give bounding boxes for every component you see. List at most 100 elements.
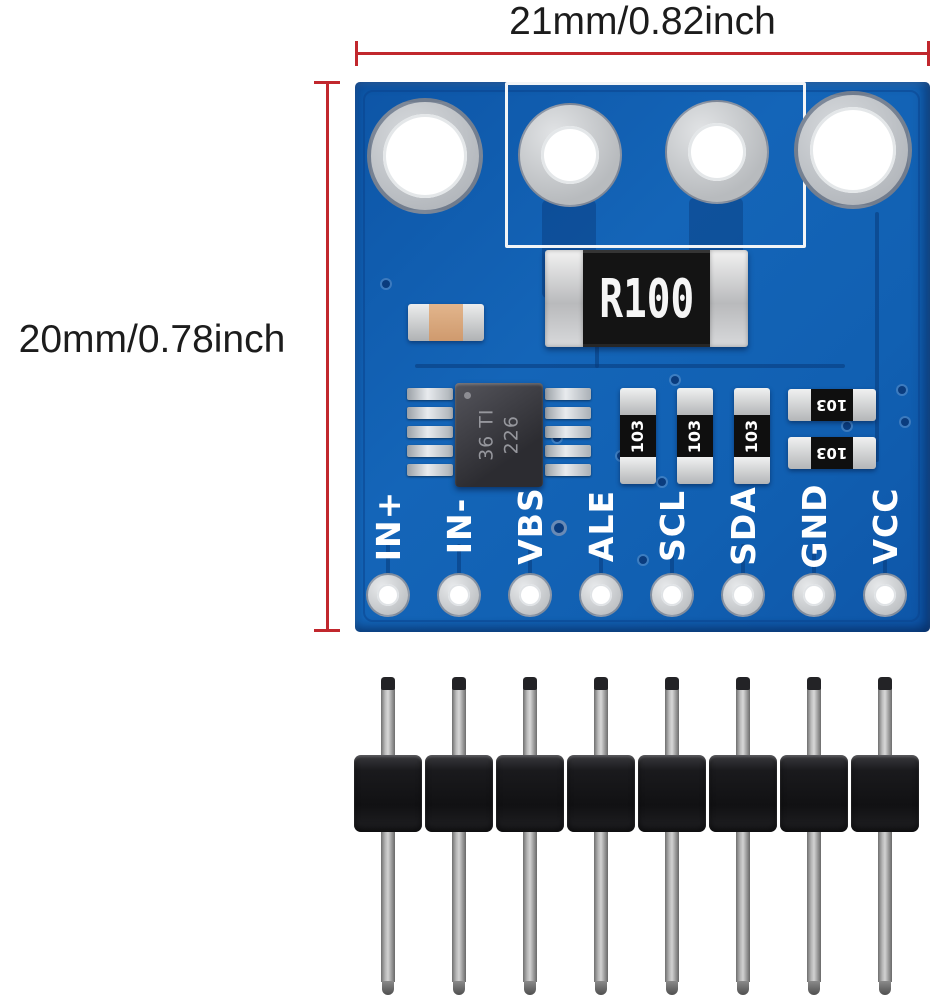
dimension-height-label: 20mm/0.78inch [18, 318, 286, 361]
dimension-tick [927, 41, 930, 66]
resistor-terminal [853, 389, 876, 421]
header-pin-tip [453, 981, 465, 995]
pcb-trace [457, 544, 461, 574]
ic-pin [545, 388, 591, 400]
via-dot [639, 556, 647, 564]
ic-pin [407, 464, 453, 476]
pin-label: SDA [723, 486, 763, 566]
resistor-terminal [788, 437, 811, 469]
pin-hole [579, 573, 623, 617]
mounting-hole [794, 91, 912, 209]
via-dot [551, 520, 567, 536]
mounting-hole-bore [810, 107, 896, 193]
pcb-trace [741, 544, 745, 574]
via-dot [898, 386, 906, 394]
ic-marking-line1: 36 TI [475, 408, 498, 462]
header-pin-tip [737, 981, 749, 995]
pin-hole-bore [448, 584, 470, 606]
resistor-terminal [677, 388, 713, 415]
pin-hole-bore [661, 584, 683, 606]
resistor-terminal [853, 437, 876, 469]
resistor-body: 103 [620, 415, 656, 457]
pin-hole-bore [590, 584, 612, 606]
capacitor-body [429, 304, 463, 341]
pin-label: IN- [439, 497, 479, 555]
header-pin-tip [381, 677, 395, 690]
header-pin-tip [595, 981, 607, 995]
shunt-solder-pad [710, 250, 748, 347]
header-pin-bottom [878, 832, 892, 995]
pcb-board: R100 36 TI 226 [355, 82, 930, 632]
mounting-hole [367, 98, 483, 214]
pin-label: ALE [581, 489, 621, 563]
smd-resistor: 103 [677, 388, 713, 484]
dimension-tick [314, 81, 340, 84]
via-dot [843, 422, 851, 430]
pin-hole-bore [732, 584, 754, 606]
header-plastic-block [354, 755, 422, 832]
mounting-hole-bore [383, 114, 467, 198]
resistor-body: 103 [811, 437, 853, 469]
shunt-marking: R100 [599, 267, 694, 330]
resistor-terminal [620, 457, 656, 484]
ic-chip: 36 TI 226 [455, 383, 543, 487]
header-pin-tip [666, 981, 678, 995]
ic-pin [545, 426, 591, 438]
pin-hole-bore [803, 584, 825, 606]
smd-resistor-marking: 103 [816, 444, 848, 462]
pcb-trace [386, 544, 390, 574]
header-pin-bottom [523, 832, 537, 995]
shunt-resistor: R100 [545, 250, 748, 347]
plated-mounting-hole [665, 100, 769, 204]
capacitor-terminal [463, 304, 484, 341]
pin-hole-bore [874, 584, 896, 606]
dimension-tick [314, 629, 340, 632]
smd-resistor: 103 [734, 388, 770, 484]
ic-marking: 36 TI 226 [474, 409, 523, 461]
header-pin-top [665, 677, 679, 756]
via-dot [671, 376, 679, 384]
header-pin-top [452, 677, 466, 756]
resistor-terminal [734, 457, 770, 484]
dimension-width-label: 21mm/0.82inch [509, 0, 776, 43]
pin-label: GND [794, 483, 834, 569]
smd-resistor: 103 [788, 389, 876, 421]
resistor-terminal [734, 388, 770, 415]
resistor-body: 103 [811, 389, 853, 421]
ic-pin [407, 407, 453, 419]
dimension-width-line [355, 52, 930, 55]
pin-label: VBS [510, 487, 550, 565]
pin-hole-bore [519, 584, 541, 606]
pin-label: IN+ [368, 490, 408, 562]
pcb-trace [595, 332, 599, 368]
pin-hole [721, 573, 765, 617]
header-pin-tip [878, 677, 892, 690]
resistor-terminal [620, 388, 656, 415]
shunt-body: R100 [583, 250, 710, 347]
ic-pin [545, 445, 591, 457]
pin-hole [508, 573, 552, 617]
pin-hole [863, 573, 907, 617]
pcb-trace [875, 212, 879, 462]
header-pin-top [878, 677, 892, 756]
header-pin-tip [382, 981, 394, 995]
ic-marking-line2: 226 [500, 415, 522, 455]
header-pin-tip [665, 677, 679, 690]
ic-pin [545, 464, 591, 476]
ic-pin [407, 388, 453, 400]
pin-hole-bore [377, 584, 399, 606]
pcb-trace [599, 544, 603, 574]
mounting-hole-bore [688, 123, 746, 181]
resistor-terminal [677, 457, 713, 484]
pin-hole [366, 573, 410, 617]
smd-resistor: 103 [620, 388, 656, 484]
plated-mounting-hole [518, 103, 622, 207]
header-pin-bottom [736, 832, 750, 995]
header-plastic-block [496, 755, 564, 832]
via-dot [553, 434, 561, 442]
pcb-trace [812, 544, 816, 574]
smd-resistor-marking: 103 [685, 419, 705, 453]
pin-hole [792, 573, 836, 617]
via-dot [382, 280, 390, 288]
